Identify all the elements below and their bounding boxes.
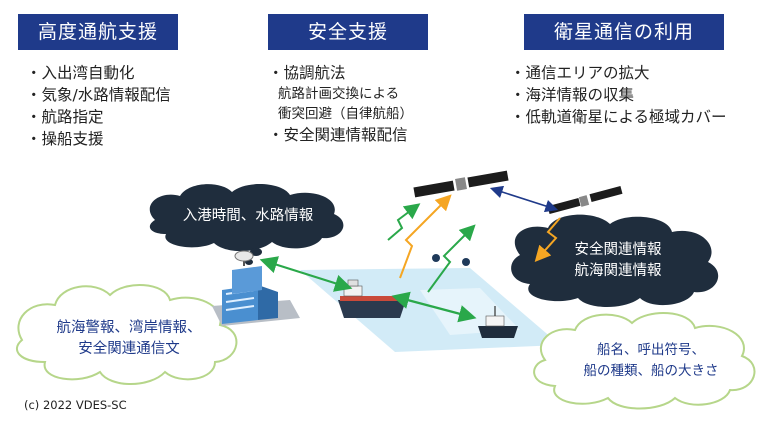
link-arrow-building-ship — [259, 256, 353, 292]
list-subitem: 衝突回避（自律航船） — [278, 106, 413, 122]
link-dot-2 — [462, 258, 470, 266]
copyright-text: (c) 2022 VDES-SC — [24, 398, 127, 412]
header-satellite-use: 衛星通信の利用 — [524, 14, 724, 50]
uplink-arrow-orange-1 — [399, 194, 452, 279]
list-advanced-navigation: ・入出湾自動化 ・気象/水路情報配信 ・航路指定 ・操船支援 — [26, 62, 171, 150]
list-item: ・通信エリアの拡大 — [510, 64, 650, 82]
list-item: ・海洋情報の収集 — [510, 86, 635, 104]
downlink-arrow-orange — [534, 217, 561, 262]
small-boat — [478, 306, 518, 338]
list-subitem: 航路計画交換による — [278, 86, 400, 102]
list-item: ・入出湾自動化 — [26, 64, 135, 82]
satellite-info-cloud — [511, 214, 719, 307]
satellite-info-text: 安全関連情報 航海関連情報 — [538, 240, 698, 282]
header-safety-support: 安全支援 — [268, 14, 428, 50]
sat-link-arrow — [489, 185, 559, 213]
list-item: ・航路指定 — [26, 108, 104, 126]
header-advanced-navigation: 高度通航支援 — [18, 14, 178, 50]
satellite-2 — [547, 185, 623, 215]
shore-info-line: 安全関連通信文 — [78, 341, 180, 357]
link-arrow-ship-boat — [391, 291, 477, 323]
list-item: ・気象/水路情報配信 — [26, 86, 171, 104]
port-info-cloud — [149, 184, 344, 265]
shore-info-line: 航海警報、湾岸情報、 — [56, 320, 202, 336]
ship-info-text: 船名、呼出符号、 船の種類、船の大きさ — [556, 340, 746, 382]
list-satellite-use: ・通信エリアの拡大 ・海洋情報の収集 ・低軌道衛星による極域カバー — [510, 62, 727, 128]
ship-info-line: 船名、呼出符号、 — [597, 342, 705, 358]
list-item: ・低軌道衛星による極域カバー — [510, 108, 727, 126]
shore-station-building — [212, 250, 300, 326]
uplink-arrow-green-1 — [387, 203, 421, 241]
satellite-info-line: 航海関連情報 — [574, 263, 662, 279]
list-item: ・安全関連情報配信 — [268, 126, 408, 144]
satellite-1 — [413, 170, 509, 198]
satellite-info-line: 安全関連情報 — [574, 242, 662, 258]
shore-info-text: 航海警報、湾岸情報、 安全関連通信文 — [34, 318, 224, 360]
list-item: ・操船支援 — [26, 130, 104, 148]
shore-info-cloud — [16, 283, 238, 385]
ship-info-line: 船の種類、船の大きさ — [583, 363, 719, 379]
ship-info-cloud — [533, 312, 756, 410]
list-safety-support: ・協調航法 航路計画交換による 衝突回避（自律航船） ・安全関連情報配信 — [268, 62, 413, 146]
list-item: ・協調航法 — [268, 64, 346, 82]
uplink-arrow-green-2 — [427, 224, 476, 293]
port-info-text: 入港時間、水路情報 — [182, 208, 314, 224]
link-dot-1 — [432, 254, 440, 262]
